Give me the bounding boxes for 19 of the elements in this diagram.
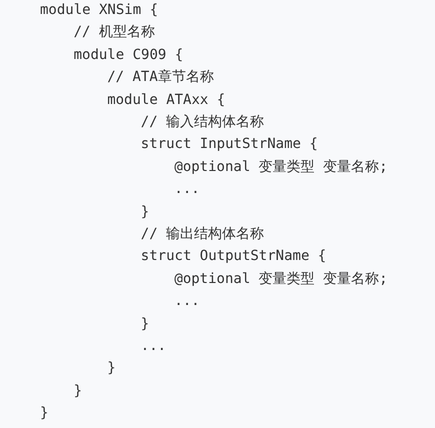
code-line: module C909 { — [74, 46, 184, 65]
code-comment: // ATA章节名称 — [107, 68, 214, 88]
code-line: module XNSim { — [40, 1, 158, 20]
code-line: } — [74, 382, 82, 401]
code-comment: // 机型名称 — [74, 23, 155, 42]
code-line: } — [140, 202, 150, 222]
code-line: struct InputStrName { — [140, 135, 318, 154]
code-line: struct OutputStrName { — [140, 247, 326, 266]
code-line: @optional 变量类型 变量名称; — [174, 158, 388, 177]
code-line: ... — [174, 292, 200, 312]
code-line: ... — [140, 337, 166, 356]
code-line: } — [40, 404, 48, 424]
code-line: @optional 变量类型 变量名称; — [174, 270, 388, 289]
code-line: } — [140, 314, 150, 334]
code-comment: // 输入结构体名称 — [140, 113, 264, 132]
code-line: } — [107, 359, 116, 378]
code-line: ... — [174, 180, 200, 200]
code-comment: // 输出结构体名称 — [140, 225, 264, 244]
code-line: module ATAxx { — [107, 90, 226, 110]
